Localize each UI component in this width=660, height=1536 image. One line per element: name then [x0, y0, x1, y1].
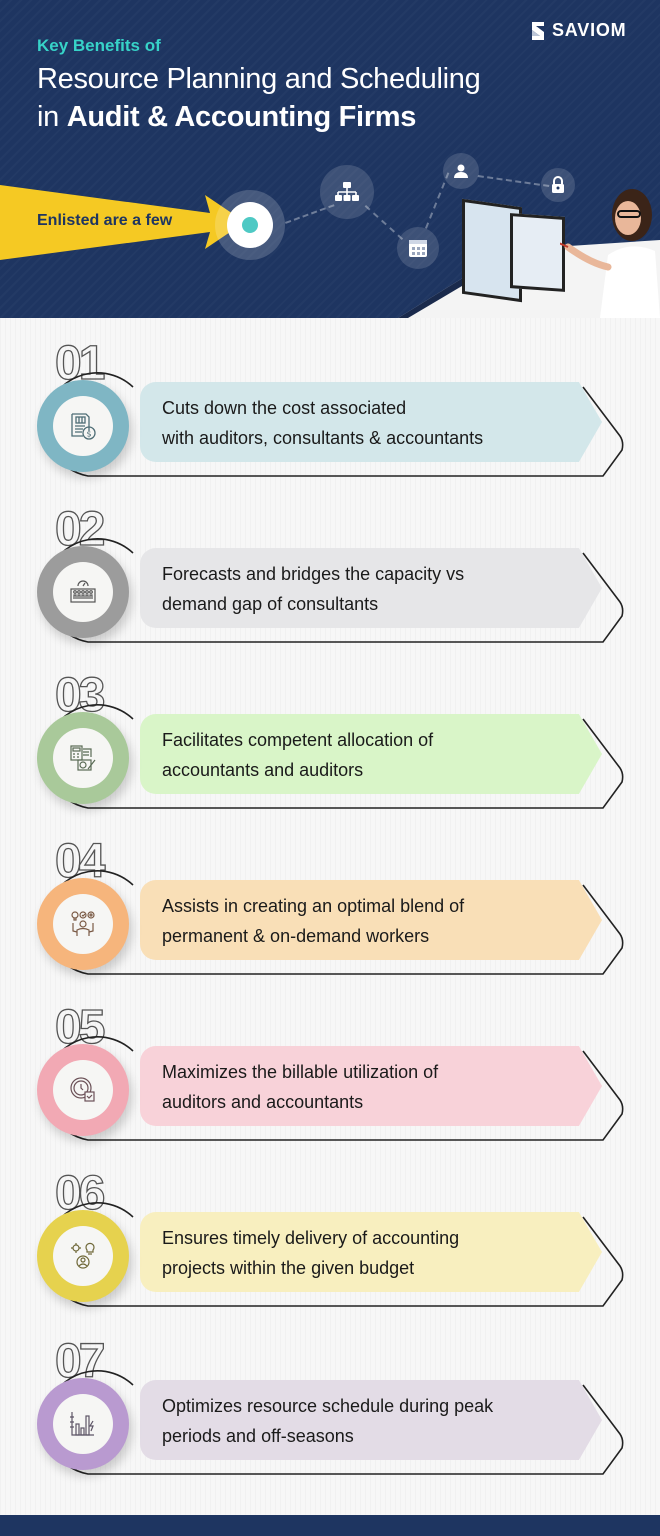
benefit-banner — [140, 1212, 602, 1292]
page-title-line2: in Audit & Accounting Firms — [37, 101, 417, 133]
monitor-right — [510, 213, 565, 292]
benefit-item-2: 02 Forecasts and bridges the capacity vs… — [0, 503, 660, 656]
org-chart-icon — [320, 165, 374, 219]
benefit-banner — [140, 1380, 602, 1460]
benefit-icon-circle — [37, 712, 129, 804]
lock-icon — [541, 168, 575, 202]
kicker-text: Key Benefits of — [37, 36, 161, 55]
page-title-line1: Resource Planning and Scheduling — [37, 63, 481, 95]
person-illustration — [560, 189, 660, 318]
connector-line — [477, 175, 550, 188]
clock-check-icon — [70, 1077, 95, 1102]
banner-label: Enlisted are a few — [37, 212, 173, 229]
saviom-logo: SAVIOM — [530, 20, 626, 41]
benefit-icon-circle — [37, 1378, 129, 1470]
benefit-banner — [140, 382, 602, 462]
benefit-number: 04 — [54, 835, 106, 888]
benefit-number: 05 — [54, 1001, 106, 1054]
user-icon — [443, 153, 479, 189]
footer-bar — [0, 1515, 660, 1536]
invoice-dollar-icon: $ — [71, 413, 96, 440]
benefit-item-4: 04 Assists in creating an optimal blend … — [0, 835, 660, 988]
worker-ideas-icon — [71, 911, 95, 936]
benefit-banner — [140, 1046, 602, 1126]
logo-text: SAVIOM — [552, 20, 627, 40]
benefit-icon-circle — [37, 546, 129, 638]
benefit-banner — [140, 880, 602, 960]
benefit-number: 03 — [54, 669, 106, 722]
saviom-logo-icon — [532, 21, 544, 40]
benefit-item-6: 06 Ensures timely delivery of accounting… — [0, 1167, 660, 1320]
benefit-number: 06 — [54, 1167, 106, 1220]
calculator-document-icon — [70, 745, 96, 771]
yellow-arrow-banner — [0, 185, 245, 260]
calendar-icon — [397, 227, 439, 269]
bar-chart-bolt-icon — [70, 1412, 94, 1436]
benefit-item-7: 07 Optimizes resource schedule during pe… — [0, 1335, 660, 1488]
svg-text:$: $ — [86, 430, 91, 439]
page-title-bold: Audit & Accounting Firms — [66, 101, 417, 133]
benefit-icon-circle — [37, 1044, 129, 1136]
benefit-number: 07 — [54, 1335, 106, 1388]
benefit-number: 02 — [54, 503, 106, 556]
benefit-number: 01 — [54, 337, 106, 390]
benefit-banner — [140, 714, 602, 794]
hero-header: Key Benefits of Resource Planning and Sc… — [0, 0, 660, 318]
gear-bulb-person-icon — [71, 1242, 95, 1269]
benefit-icon-circle — [37, 1210, 129, 1302]
target-icon — [215, 190, 285, 260]
team-capacity-gauge-icon — [70, 580, 96, 603]
benefit-banner — [140, 548, 602, 628]
benefit-icon-circle: $ — [37, 380, 129, 472]
benefit-icon-circle — [37, 878, 129, 970]
benefit-item-5: 05 Maximizes the billable utilization of… — [0, 1001, 660, 1154]
